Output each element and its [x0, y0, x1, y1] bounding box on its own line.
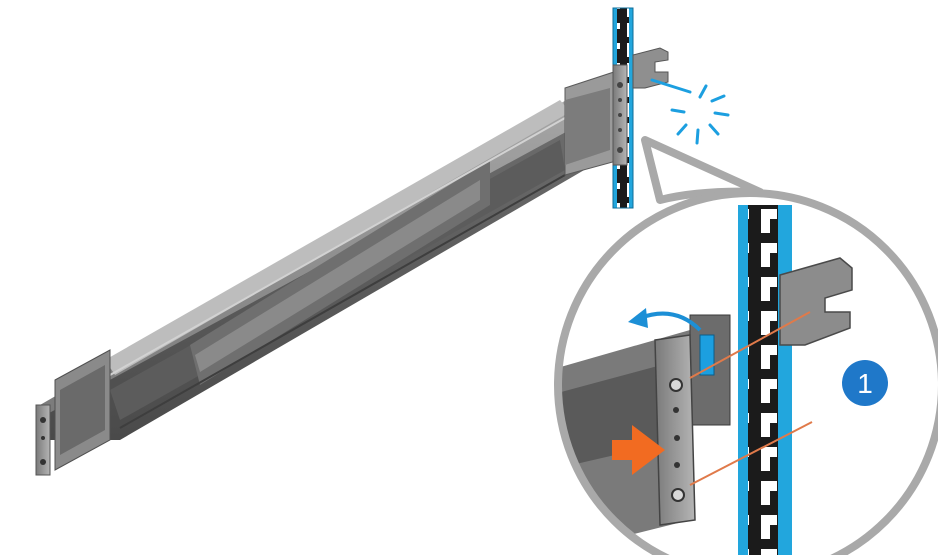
magnifier-callout: 1 — [550, 140, 938, 555]
front-bracket — [36, 405, 50, 475]
step-badge: 1 — [842, 360, 888, 406]
click-burst-icon — [652, 80, 728, 143]
step-number: 1 — [857, 368, 873, 399]
sliding-rail — [40, 70, 620, 470]
rear-bracket — [613, 65, 627, 165]
